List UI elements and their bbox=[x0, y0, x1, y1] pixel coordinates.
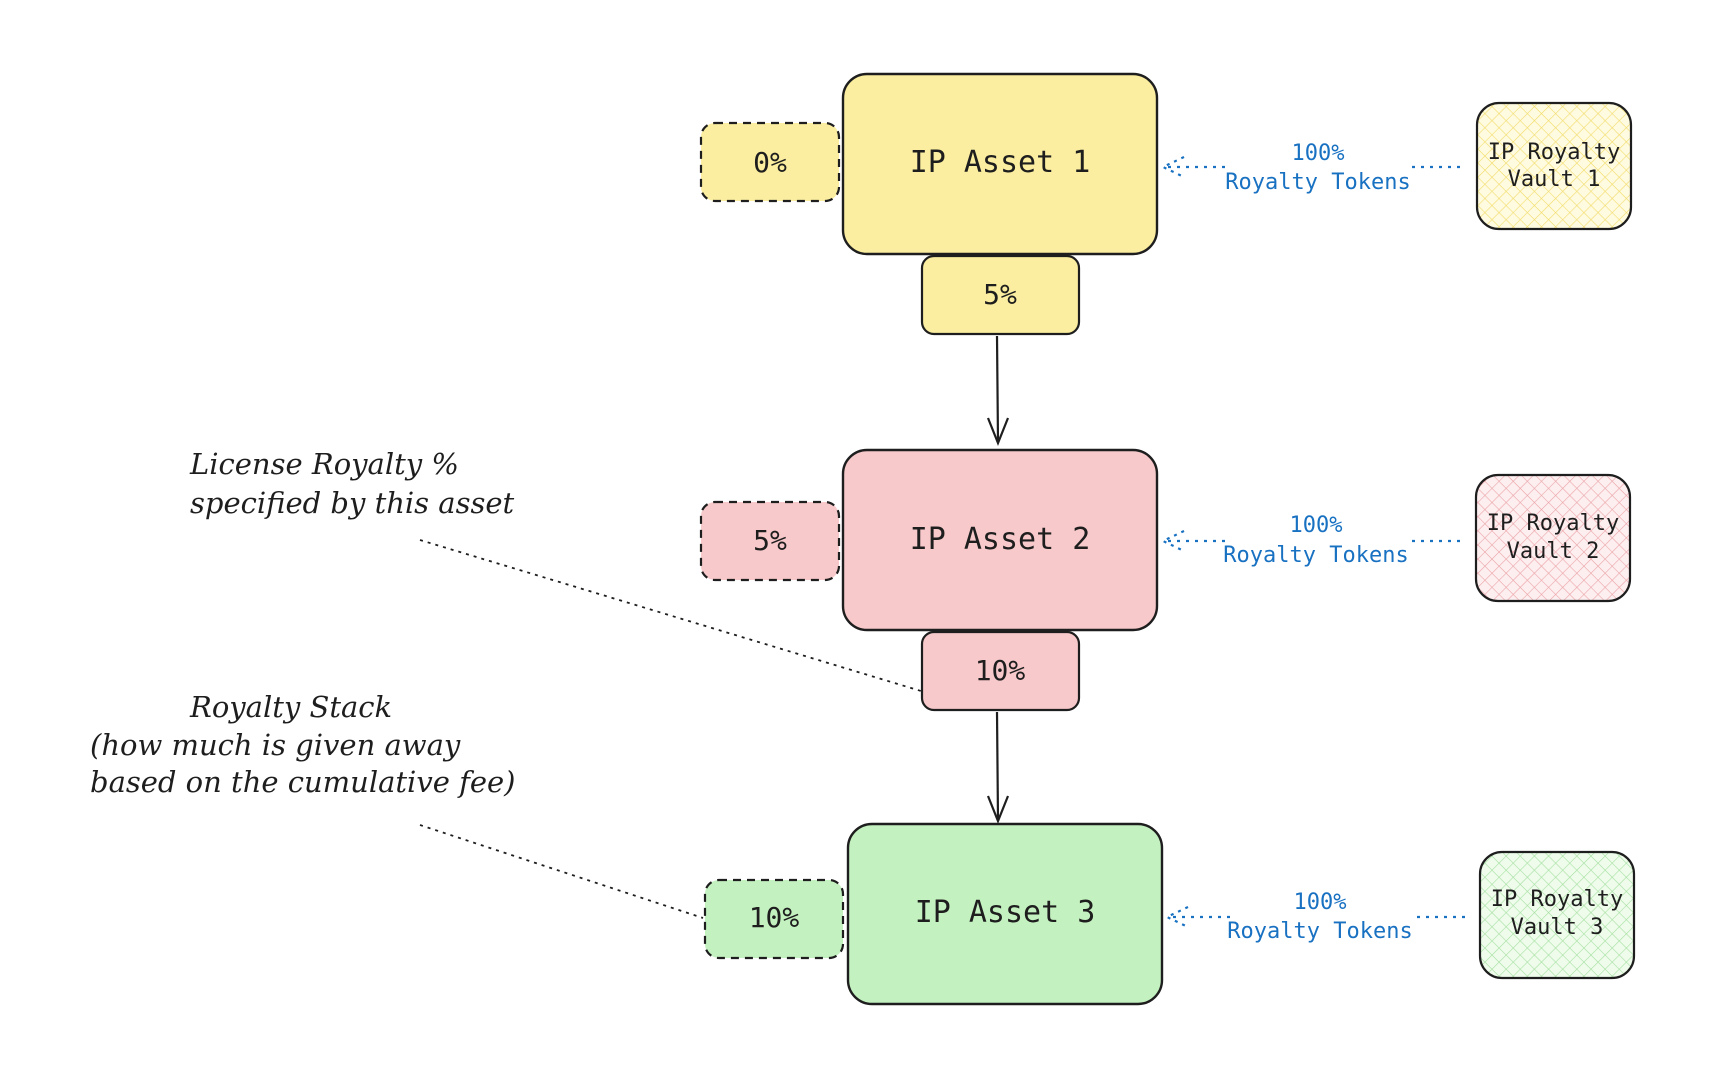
license-percent-box-1 bbox=[699, 121, 841, 203]
royalty-token-arrow-2 bbox=[1160, 530, 1460, 552]
asset-row-2: 5% IP Asset 2 10% 100% Royalty Tokens IP… bbox=[699, 448, 1632, 712]
ip-asset-3-box[interactable] bbox=[846, 822, 1164, 1006]
flow-arrow-1-to-2 bbox=[986, 335, 1010, 446]
license-percent-1: 0% bbox=[753, 146, 787, 179]
token-label-1: Royalty Tokens bbox=[1225, 170, 1410, 195]
ip-asset-2-label: IP Asset 2 bbox=[910, 522, 1091, 557]
royalty-vault-2-box[interactable] bbox=[1474, 473, 1632, 603]
asset-row-3: 10% IP Asset 3 100% Royalty Tokens IP Ro… bbox=[703, 822, 1636, 1006]
asset-row-1: 0% IP Asset 1 5% 100% Royalty Tokens IP … bbox=[699, 72, 1633, 336]
flow-arrow-2-to-3 bbox=[986, 711, 1010, 824]
license-percent-3: 10% bbox=[749, 901, 800, 934]
ip-asset-1-box[interactable] bbox=[841, 72, 1159, 256]
vault-2-label-line1: IP Royalty bbox=[1487, 511, 1619, 536]
ip-asset-1-label: IP Asset 1 bbox=[910, 145, 1091, 180]
vault-1-label-line1: IP Royalty bbox=[1488, 140, 1620, 165]
royalty-token-arrow-1 bbox=[1160, 156, 1460, 178]
license-percent-box-2 bbox=[699, 500, 841, 582]
license-percent-2: 5% bbox=[753, 524, 787, 557]
stack-note-line3: based on the cumulative fee) bbox=[90, 765, 515, 799]
ip-asset-3-label: IP Asset 3 bbox=[915, 895, 1096, 930]
vault-1-label-line2: Vault 1 bbox=[1508, 167, 1601, 192]
token-percent-2: 100% bbox=[1290, 513, 1343, 538]
token-percent-1: 100% bbox=[1292, 141, 1345, 166]
stack-percent-box-1 bbox=[920, 254, 1081, 336]
royalty-vault-1-box[interactable] bbox=[1475, 101, 1633, 231]
stack-percent-2: 10% bbox=[975, 654, 1026, 687]
stack-percent-box-2 bbox=[920, 630, 1081, 712]
stack-note-line1: Royalty Stack bbox=[189, 690, 392, 724]
token-label-2: Royalty Tokens bbox=[1223, 543, 1408, 568]
ip-asset-2-box[interactable] bbox=[841, 448, 1159, 632]
token-label-3: Royalty Tokens bbox=[1227, 919, 1412, 944]
vault-3-label-line2: Vault 3 bbox=[1511, 915, 1604, 940]
stack-percent-1: 5% bbox=[983, 278, 1017, 311]
stack-note-pointer bbox=[419, 824, 704, 919]
royalty-vault-3-box[interactable] bbox=[1478, 850, 1636, 980]
royalty-token-arrow-3 bbox=[1164, 906, 1465, 928]
license-note-line1: License Royalty % bbox=[189, 447, 459, 481]
stack-note-line2: (how much is given away bbox=[90, 728, 461, 762]
royalty-stack-annotation: Royalty Stack (how much is given away ba… bbox=[90, 690, 704, 919]
license-percent-box-3 bbox=[703, 878, 845, 960]
token-percent-3: 100% bbox=[1294, 890, 1347, 915]
license-royalty-annotation: License Royalty % specified by this asse… bbox=[189, 447, 922, 692]
vault-3-label-line1: IP Royalty bbox=[1491, 887, 1623, 912]
vault-2-label-line2: Vault 2 bbox=[1507, 539, 1600, 564]
license-note-line2: specified by this asset bbox=[190, 486, 515, 520]
